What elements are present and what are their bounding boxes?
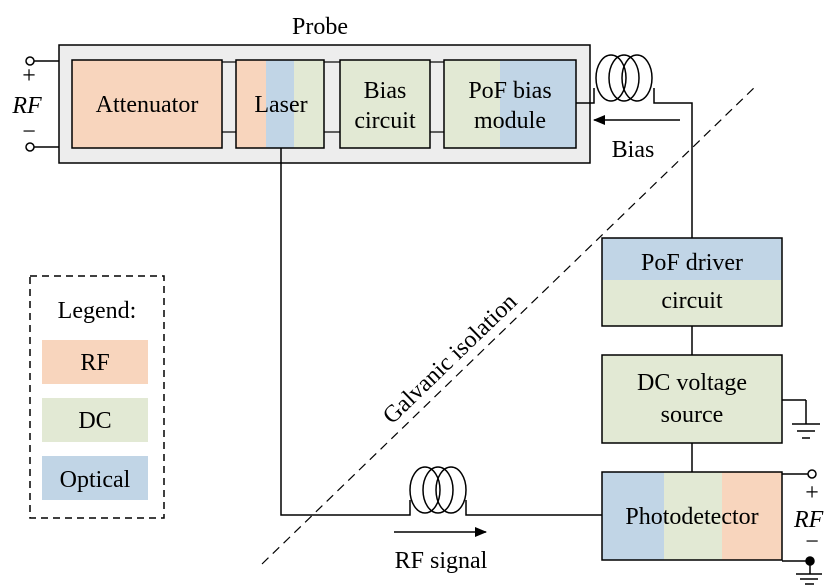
- galvanic-isolation-line: [261, 85, 757, 565]
- bias-circuit-block: Bias circuit: [339, 59, 431, 149]
- dc-source-line2: source: [661, 402, 724, 428]
- rf-input-plus: +: [22, 63, 36, 89]
- rf-input-terminal-minus: [25, 142, 35, 152]
- rf-output-terminal-minus: [805, 556, 815, 566]
- pof-bias-module-block: PoF bias module: [443, 59, 577, 149]
- dc-ground-icon: [782, 399, 820, 439]
- pof-bias-line1: PoF bias: [468, 78, 551, 104]
- rf-output-label: RF: [793, 507, 824, 533]
- probe-title: Probe: [292, 14, 348, 40]
- rf-output-plus: +: [805, 480, 819, 506]
- rf-output-minus: −: [805, 529, 819, 555]
- rf-output-terminals: + RF −: [782, 469, 824, 566]
- dc-source-line1: DC voltage: [637, 370, 747, 396]
- rf-input-label: RF: [11, 93, 42, 119]
- rf-output-terminal-plus: [807, 469, 817, 479]
- rf-input-terminals: + RF −: [11, 56, 59, 152]
- legend-rf-swatch: [42, 340, 148, 384]
- legend-frame: [29, 275, 165, 519]
- pof-driver-line1: PoF driver: [641, 250, 743, 276]
- legend-rf-label: RF: [80, 350, 109, 376]
- legend-optical-swatch: [42, 456, 148, 500]
- pof-driver-block: PoF driver circuit: [601, 237, 783, 327]
- attenuator-block: Attenuator: [71, 59, 223, 149]
- bias-fiber-path: [576, 54, 693, 238]
- pof-driver-line2: circuit: [661, 288, 723, 314]
- laser-label: Laser: [254, 92, 307, 118]
- rf-signal-label: RF signal: [395, 548, 488, 574]
- rf-input-minus: −: [22, 119, 36, 145]
- laser-block: Laser: [235, 59, 325, 149]
- rf-output-ground-icon: [796, 565, 822, 585]
- bias-circuit-line2: circuit: [354, 108, 416, 134]
- bias-label: Bias: [612, 137, 655, 163]
- galvanic-isolation-label: Galvanic isolation: [378, 289, 522, 429]
- photodetector-label: Photodetector: [625, 504, 758, 530]
- rf-signal-fiber-path: [280, 148, 602, 516]
- rf-input-terminal-plus: [25, 56, 35, 66]
- legend: Legend: RF DC Optical: [29, 275, 165, 519]
- legend-title: Legend:: [58, 298, 137, 324]
- pof-bias-line2: module: [474, 108, 546, 134]
- legend-optical-label: Optical: [60, 467, 131, 493]
- attenuator-label: Attenuator: [96, 92, 199, 118]
- bias-circuit-line1: Bias: [364, 78, 407, 104]
- legend-dc-label: DC: [78, 408, 111, 434]
- dc-voltage-source-block: DC voltage source: [601, 354, 783, 444]
- legend-dc-swatch: [42, 398, 148, 442]
- photodetector-block: Photodetector: [601, 471, 783, 561]
